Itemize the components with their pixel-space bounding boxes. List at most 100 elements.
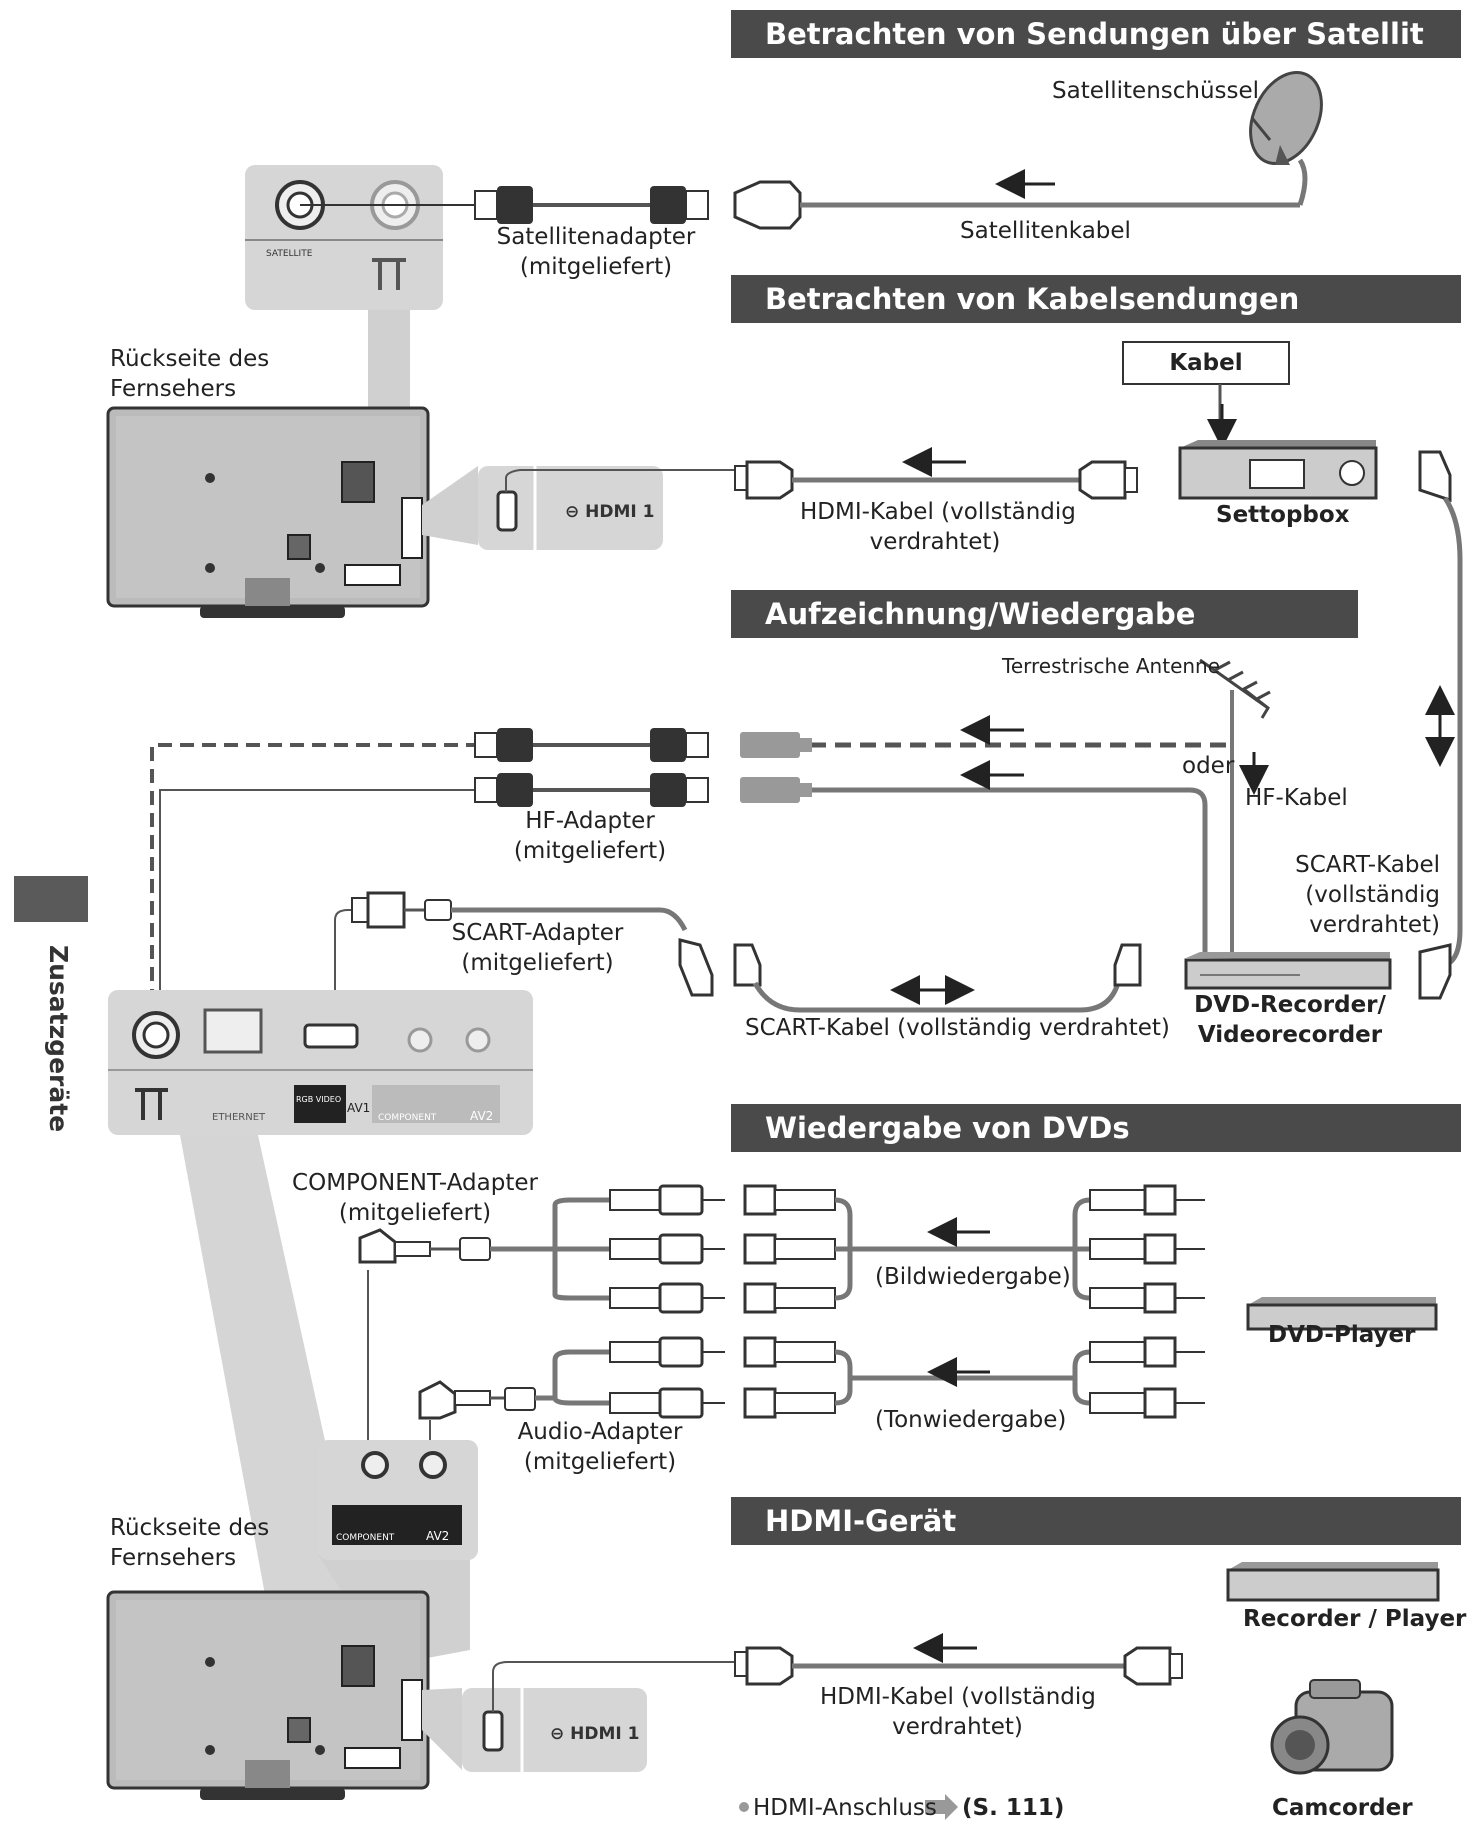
hdmi1-port-label-bottom: ⊖ HDMI 1 (550, 1724, 640, 1744)
scart-adapter (334, 891, 714, 1043)
satellite-adapter (474, 186, 709, 224)
label-tv-back-top: Rückseite des Fernsehers (110, 344, 269, 404)
label-bildwiedergabe: (Bildwiedergabe) (875, 1264, 1071, 1290)
component-port-label-middle: COMPONENT (378, 1113, 437, 1123)
tv-back-top (106, 406, 430, 618)
side-tab-label: Zusatzgeräte (44, 945, 73, 1133)
section-header-cable: Betrachten von Kabelsendungen (731, 275, 1461, 323)
hdmi1-port-label-top: ⊖ HDMI 1 (565, 502, 655, 522)
satellite-cable-connector (733, 158, 1308, 230)
label-satellite-dish: Satellitenschüssel (1052, 78, 1260, 104)
label-scart-cable-bottom: SCART-Kabel (vollständig verdrahtet) (745, 1015, 1170, 1041)
label-audio-adapter-line1: Audio-Adapter (517, 1419, 683, 1445)
side-tab-block (14, 876, 88, 922)
link-hdmi-port-page[interactable]: (S. 111) (962, 1795, 1065, 1821)
label-scart-cable-right: SCART-Kabel (vollständig verdrahtet) (1290, 850, 1440, 940)
camcorder-icon (1270, 1679, 1394, 1775)
section-header-recording: Aufzeichnung/Wiedergabe (731, 590, 1358, 638)
label-tv-back-top-line1: Rückseite des (110, 346, 270, 372)
label-scart-cable-right-line2: (vollständig (1305, 882, 1440, 908)
label-settopbox: Settopbox (1216, 502, 1350, 528)
label-component-adapter: COMPONENT-Adapter (mitgeliefert) (290, 1168, 540, 1228)
label-dvd-recorder: DVD-Recorder/ Videorecorder (1185, 990, 1395, 1050)
label-hdmi-cable-top-line1: HDMI-Kabel (vollständig (800, 499, 1076, 525)
av2-port-label-lower: AV2 (426, 1529, 449, 1543)
label-hdmi-cable-bottom-line1: HDMI-Kabel (vollständig (820, 1684, 1096, 1710)
label-camcorder: Camcorder (1272, 1795, 1413, 1821)
av1-port-label: AV1 (347, 1101, 370, 1115)
label-hdmi-port-ref: HDMI-Anschluss (753, 1795, 937, 1821)
label-component-adapter-line1: COMPONENT-Adapter (292, 1170, 538, 1196)
component-audio-port-panel (318, 1440, 478, 1560)
hf-adapter-upper (474, 728, 812, 762)
hdmi-cable-top (734, 460, 1138, 500)
tv-back-bottom (106, 1590, 430, 1800)
scart-cable-right (1418, 450, 1463, 1000)
hdmi-cable-bottom (734, 1646, 1183, 1686)
label-tonwiedergabe: (Tonwiedergabe) (875, 1407, 1067, 1433)
component-adapter (358, 1197, 610, 1460)
label-hdmi-cable-top: HDMI-Kabel (vollständig verdrahtet) (800, 497, 1076, 557)
label-kabel: Kabel (1169, 350, 1243, 376)
satellite-port-label: SATELLITE (266, 249, 313, 259)
hdmi1-port-panel-top (478, 466, 663, 550)
scart-cable-bottom (733, 943, 1142, 1013)
rgb-video-label: RGB VIDEO (296, 1095, 341, 1104)
page-ref-arrow-icon (925, 1794, 958, 1820)
callout-funnel-hdmi-bottom (422, 1688, 462, 1770)
component-plugs (609, 1184, 1205, 1314)
label-component-adapter-line2: (mitgeliefert) (338, 1200, 492, 1226)
recorder-player-icon (1226, 1562, 1440, 1602)
audio-plugs (609, 1336, 1205, 1419)
label-dvd-recorder-line2: Videorecorder (1197, 1022, 1383, 1048)
label-scart-cable-right-line1: SCART-Kabel (1295, 852, 1440, 878)
label-audio-adapter: Audio-Adapter (mitgeliefert) (510, 1417, 690, 1477)
label-hf-cable: HF-Kabel (1245, 785, 1348, 811)
label-hf-adapter-line1: HF-Adapter (525, 808, 655, 834)
label-recorder-player: Recorder / Player (1243, 1606, 1467, 1632)
section-header-dvd: Wiedergabe von DVDs (731, 1104, 1461, 1152)
satellite-dish-icon (1249, 70, 1323, 166)
label-scart-adapter: SCART-Adapter (mitgeliefert) (450, 918, 625, 978)
bullet-dot (739, 1802, 749, 1812)
label-scart-cable-right-line3: verdrahtet) (1309, 912, 1440, 938)
label-tv-back-bottom-line1: Rückseite des (110, 1515, 270, 1541)
label-tv-back-top-line2: Fernsehers (110, 376, 237, 402)
tv-port-panel-middle (108, 990, 533, 1135)
label-audio-adapter-line2: (mitgeliefert) (523, 1449, 677, 1475)
callout-funnel-bottom (180, 1135, 350, 1730)
dvd-recorder-icon (1184, 952, 1392, 990)
label-hdmi-cable-top-line2: verdrahtet) (869, 529, 1001, 555)
satellite-port-panel (245, 165, 443, 310)
label-satellite-adapter-line1: Satellitenadapter (496, 224, 696, 250)
dvd-player-icon (1246, 1297, 1438, 1331)
label-dvd-recorder-line1: DVD-Recorder/ (1194, 992, 1386, 1018)
label-tv-back-bottom-line2: Fernsehers (110, 1545, 237, 1571)
section-header-satellite: Betrachten von Sendungen über Satellit (731, 10, 1461, 58)
ethernet-port-label: ETHERNET (212, 1112, 266, 1123)
audio-adapter (418, 1349, 610, 1455)
av2-port-label-middle: AV2 (470, 1109, 493, 1123)
label-satellite-adapter-line2: (mitgeliefert) (519, 254, 673, 280)
label-hdmi-cable-bottom-line2: verdrahtet) (892, 1714, 1023, 1740)
label-terrestrial-antenna: Terrestrische Antenne (1002, 654, 1221, 678)
label-scart-adapter-line1: SCART-Adapter (451, 920, 624, 946)
hf-adapter-lower (474, 773, 812, 807)
callout-funnel-hdmi-top (422, 466, 478, 545)
label-hf-adapter: HF-Adapter (mitgeliefert) (510, 806, 670, 866)
label-dvd-player: DVD-Player (1268, 1322, 1416, 1348)
label-oder: oder (1182, 753, 1235, 779)
label-hdmi-cable-bottom: HDMI-Kabel (vollständig verdrahtet) (820, 1682, 1096, 1742)
label-satellite-adapter: Satellitenadapter (mitgeliefert) (496, 222, 696, 282)
label-tv-back-bottom: Rückseite des Fernsehers (110, 1513, 269, 1573)
settopbox-icon (1178, 440, 1378, 500)
section-header-hdmi: HDMI-Gerät (731, 1497, 1461, 1545)
label-scart-adapter-line2: (mitgeliefert) (461, 950, 614, 976)
label-hf-adapter-line2: (mitgeliefert) (513, 838, 667, 864)
hdmi1-port-panel-bottom (462, 1688, 647, 1772)
terrestrial-antenna-icon (1199, 658, 1271, 955)
label-satellite-cable: Satellitenkabel (960, 218, 1131, 244)
component-port-label-lower: COMPONENT (336, 1533, 395, 1543)
kabel-box (1122, 341, 1290, 385)
